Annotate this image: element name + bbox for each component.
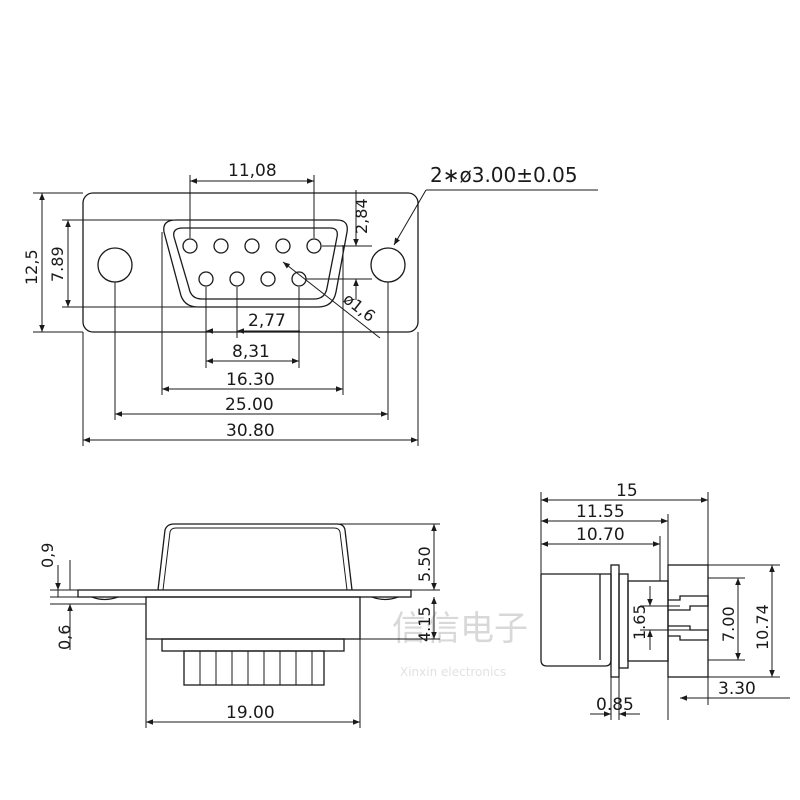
dim-flange-width: 30.80 [226,421,275,441]
dim-bottom-row-span: 8,31 [232,342,270,362]
dim-pin-offset: 1.65 [630,604,649,640]
side-view: 15 11.55 10.70 1.65 7.00 10.74 3.30 [540,481,790,720]
bottom-view-pin-tails [183,650,325,686]
dim-length-3: 10.70 [576,525,625,545]
pin-5 [306,238,322,254]
pin-1 [182,238,198,254]
dim-length-2: 11.55 [576,502,625,522]
bottom-view-lower-body [145,596,361,640]
bottom-view-upper-shell [157,523,353,591]
d-shell-inner [173,227,338,300]
dim-pin-diameter: ø1,6 [340,289,379,326]
callout-mounting-holes: 2∗ø3.00±0.05 [430,163,578,187]
dim-overall-height: 12,5 [22,249,41,285]
pin-3 [244,238,260,254]
front-flange [82,192,419,333]
bottom-row-pins [198,271,307,287]
pin-6 [198,271,214,287]
bottom-view-flange [77,589,412,598]
watermark-text: 信信电子 [392,609,528,649]
dim-flange-side: 0.85 [596,695,634,715]
dim-shell-height: 7.89 [48,246,67,282]
dim-body-height: 10.74 [753,604,772,650]
dim-shell-height-bottom: 5.50 [415,546,434,582]
dim-gap: 0,6 [55,625,74,650]
dim-pin-height: 7.00 [719,606,738,642]
d-shell-outer [163,219,348,308]
watermark-subtext: Xinxin electronics [400,665,506,679]
dim-pin-pitch: 2,77 [248,311,286,331]
dim-flange-thickness: 0,9 [38,543,57,568]
pin-2 [213,238,229,254]
dim-row-offset: 2,84 [352,198,371,234]
dim-total-length: 15 [616,481,638,501]
dim-pin-length: 3.30 [718,679,756,699]
side-view-pins [668,595,709,641]
top-row-pins [182,238,322,254]
dim-shell-width-bottom: 19.00 [226,703,275,723]
dim-hole-spacing: 25.00 [225,395,274,415]
side-view-flange [610,564,620,678]
front-view: 11,08 2,84 2∗ø3.00±0.05 ø1,6 12,5 7.89 2… [22,161,598,446]
pin-4 [275,238,291,254]
dim-shell-width: 16.30 [226,370,275,390]
dim-pin-span-top: 11,08 [228,161,277,181]
bottom-view-base [161,638,345,652]
pin-7 [229,271,245,287]
mounting-hole-right [370,247,406,283]
pin-8 [260,271,276,287]
mounting-hole-left [97,247,133,283]
bottom-view: 0,9 0,6 5.50 4.15 19.00 [38,523,440,728]
dim-lower-height: 4.15 [415,606,434,642]
watermark: 信信电子 Xinxin electronics [392,609,528,679]
